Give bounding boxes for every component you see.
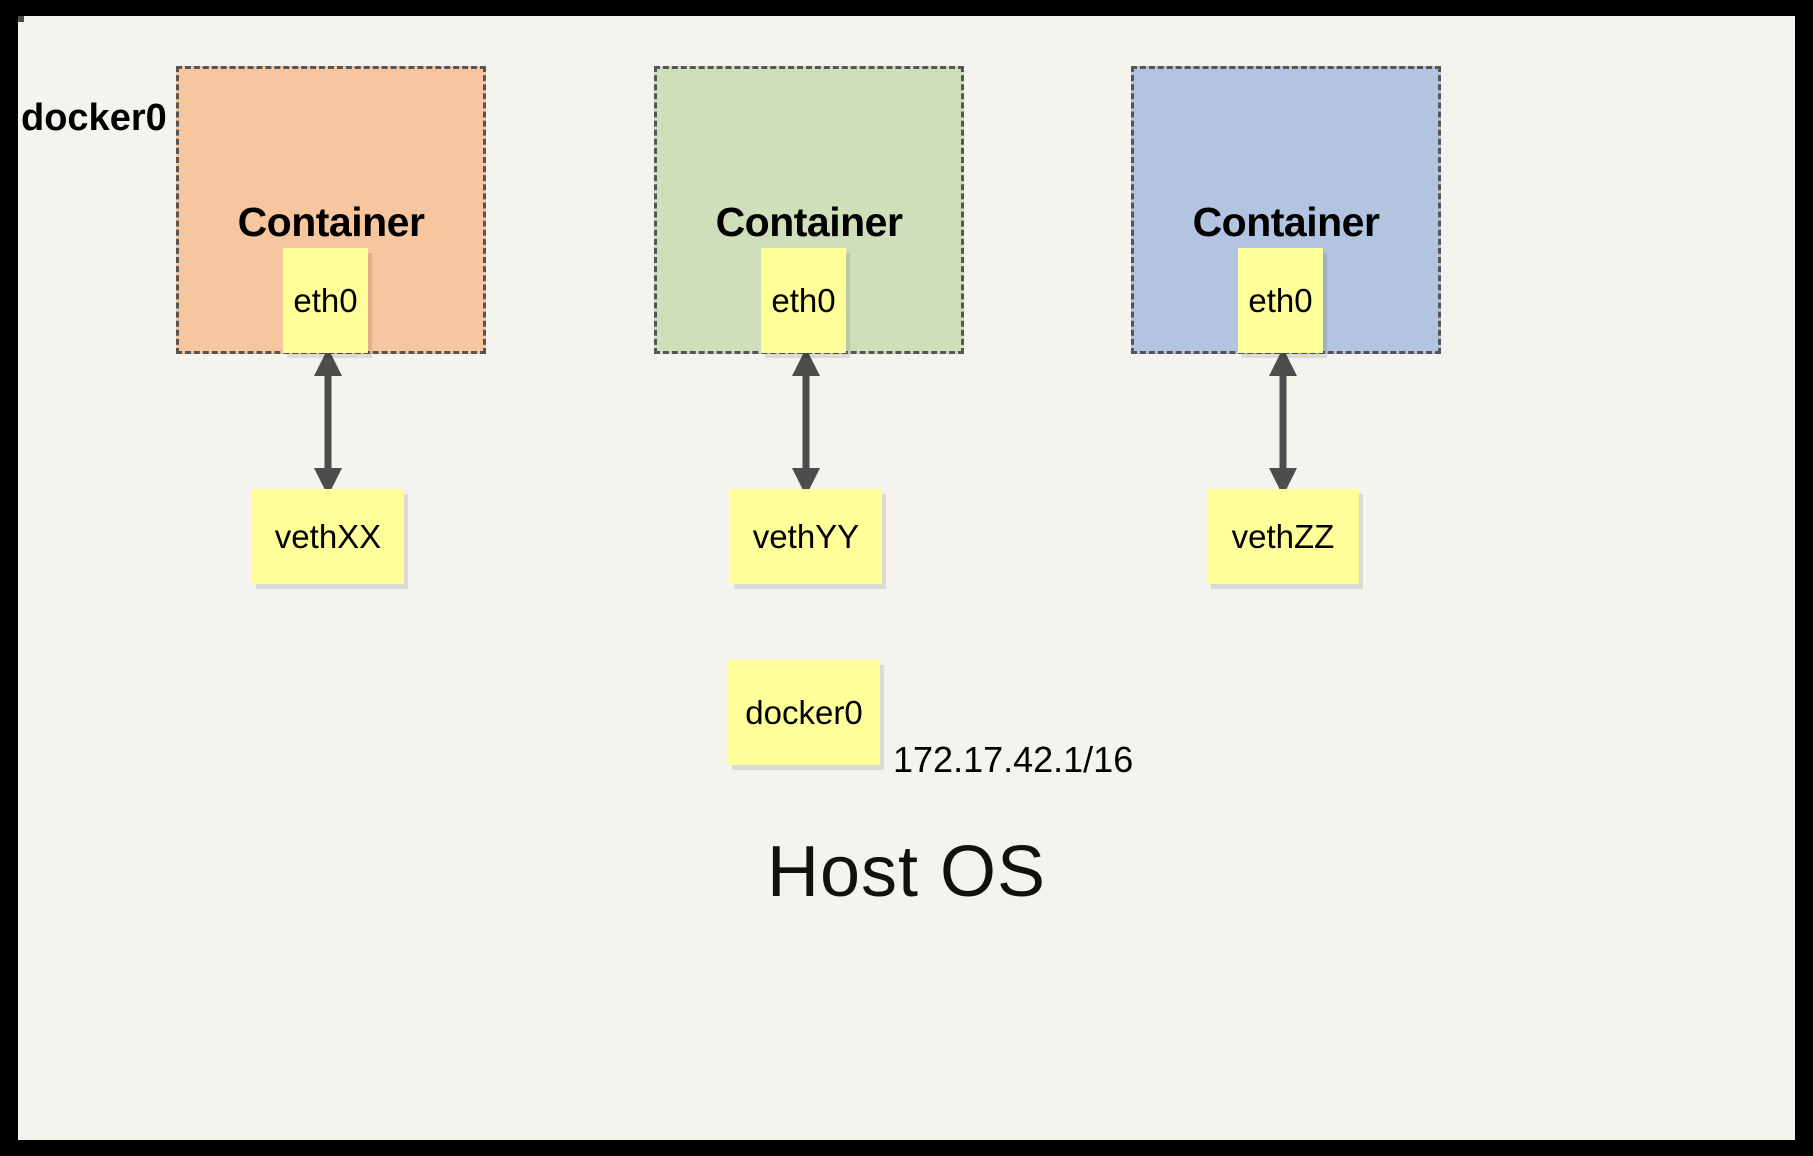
container-3-eth0-label: eth0 [1248, 281, 1313, 319]
docker0-bridge: docker0 [18, 16, 167, 139]
container-1: Container [176, 66, 486, 354]
container-3-label: Container [1192, 199, 1380, 245]
docker0-interface-box: docker0 [728, 660, 880, 765]
veth-xx-box: vethXX [252, 489, 404, 584]
container-2-label: Container [715, 199, 903, 245]
veth-xx-label: vethXX [274, 517, 382, 555]
docker0-ip-address: 172.17.42.1/16 [893, 739, 1134, 780]
veth-yy-label: vethYY [752, 517, 860, 555]
container-2-eth0-box: eth0 [761, 248, 846, 353]
container-1-label: Container [237, 199, 425, 245]
container-1-eth0-label: eth0 [293, 281, 358, 319]
host-os-label: Host OS [766, 832, 1047, 912]
arrow-container-3-to-veth-zz [1269, 348, 1297, 496]
arrow-container-2-to-veth-yy [792, 348, 820, 496]
arrow-container-1-to-veth-xx [314, 348, 342, 496]
docker0-interface-label: docker0 [745, 693, 863, 731]
container-3-eth0-box: eth0 [1238, 248, 1323, 353]
veth-yy-box: vethYY [730, 489, 882, 584]
container-2-eth0-label: eth0 [771, 281, 836, 319]
diagram-canvas: docker0 Container eth0 Container eth0 Co… [18, 16, 1795, 1140]
container-1-eth0-box: eth0 [283, 248, 368, 353]
veth-zz-label: vethZZ [1231, 517, 1335, 555]
veth-zz-box: vethZZ [1207, 489, 1359, 584]
